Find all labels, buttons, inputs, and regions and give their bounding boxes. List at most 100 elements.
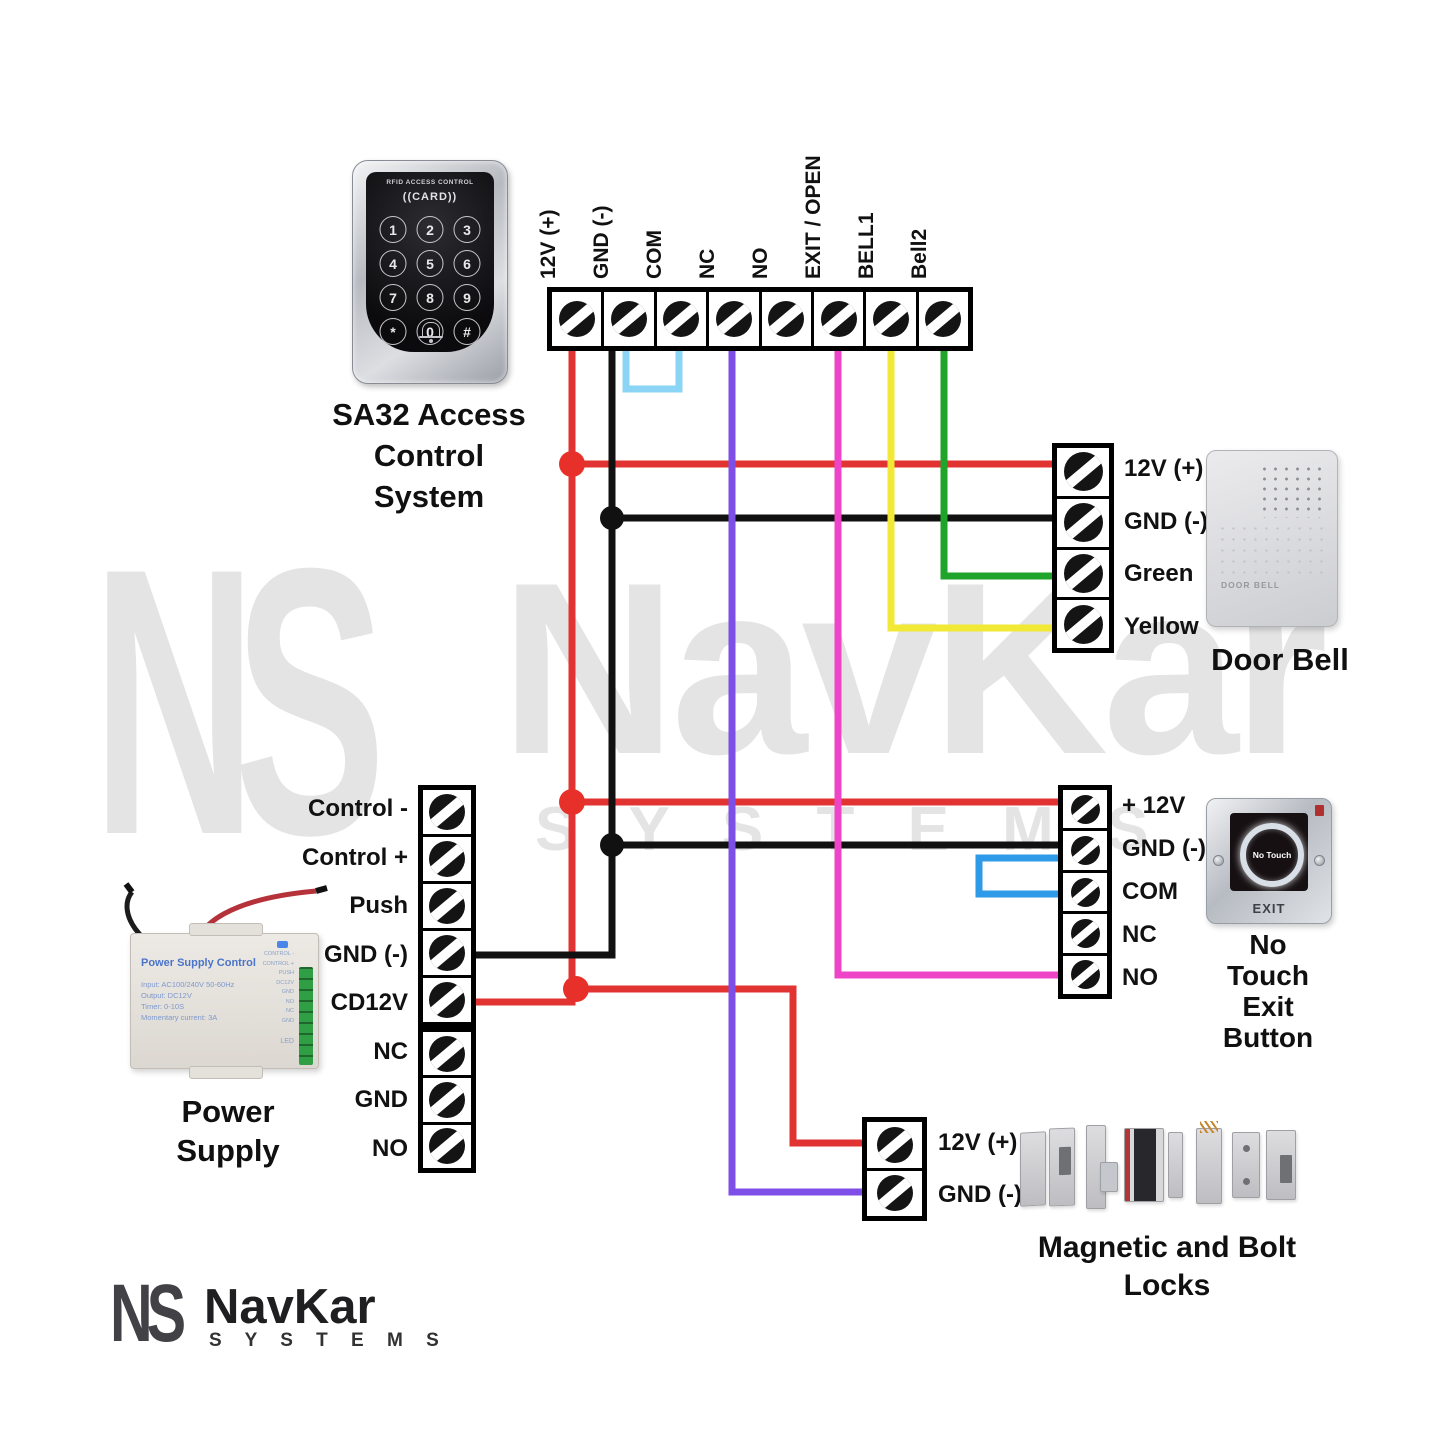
text-line: Locks xyxy=(1123,1269,1211,1302)
screw-icon xyxy=(429,1035,465,1072)
terminal-label: Push xyxy=(349,892,408,920)
doorbell-device-text: DOOR BELL xyxy=(1221,580,1281,590)
terminal-label: CD12V xyxy=(330,989,408,1017)
exit-terminal-block xyxy=(1058,785,1112,999)
footer-logo-subtitle: S Y S T E M S xyxy=(209,1330,448,1351)
lock-image xyxy=(1020,1131,1046,1207)
locks-image xyxy=(1012,1120,1312,1220)
terminal-cell xyxy=(423,975,471,1022)
terminal-cell xyxy=(758,292,811,346)
keypad-key: # xyxy=(453,318,481,345)
terminal-cell xyxy=(423,881,471,928)
lock-image xyxy=(1049,1127,1075,1207)
exit-button-image: No Touch EXIT xyxy=(1206,798,1332,924)
text-line: Touch xyxy=(1227,960,1309,991)
speaker-holes-icon xyxy=(1217,523,1327,575)
terminal-cell xyxy=(1063,911,1107,953)
watermark-subtitle: S Y S T E M S xyxy=(535,795,1167,864)
screw-icon xyxy=(1314,855,1325,866)
terminal-cell xyxy=(552,292,602,346)
terminal-cell xyxy=(1057,597,1109,648)
text-line: Button xyxy=(1222,1022,1314,1053)
wire-yellow-bell1 xyxy=(887,351,1060,632)
screw-icon xyxy=(876,1175,913,1212)
terminal-label: + 12V xyxy=(1122,792,1186,820)
keypad-key: 7 xyxy=(379,284,407,311)
keypad-key: * xyxy=(379,318,407,345)
psu-pigtail-tip xyxy=(315,885,328,894)
screw-icon xyxy=(876,1126,913,1163)
screw-icon xyxy=(429,794,465,830)
junction-dot xyxy=(563,976,589,1002)
no-touch-label: No Touch xyxy=(1252,850,1292,860)
rfid-card-icon: ((CARD)) xyxy=(402,191,458,203)
screw-icon xyxy=(429,1128,465,1165)
text-line: Input: AC100/240V 50-60Hz xyxy=(141,980,235,989)
screw-icon xyxy=(558,301,595,337)
text-line: DC12V xyxy=(276,979,294,986)
terminal-cell xyxy=(423,1032,471,1076)
screw-icon xyxy=(429,1081,465,1118)
power-supply-image: Power Supply Control Input: AC100/240V 5… xyxy=(130,923,319,1079)
terminal-cell xyxy=(1057,448,1109,496)
wire-black-main xyxy=(470,351,616,959)
terminal-cell xyxy=(653,292,707,346)
psu-pigtail-tip xyxy=(123,882,135,894)
terminal-label: Control + xyxy=(302,843,408,871)
terminal-cell xyxy=(706,292,759,346)
lock-image xyxy=(1124,1128,1164,1202)
psu-terminal-block-upper xyxy=(418,785,476,1027)
psu-title: Power Supply Control xyxy=(141,957,256,969)
strip-terminal-label: BELL1 xyxy=(855,212,878,279)
screw-icon xyxy=(1213,855,1224,866)
text-line: Momentary current: 3A xyxy=(141,1013,218,1022)
screw-icon xyxy=(429,841,465,877)
screw-icon xyxy=(820,301,857,337)
strip-terminal-label: 12V (+) xyxy=(537,209,560,279)
lock-image xyxy=(1266,1130,1296,1200)
text-line: Control xyxy=(373,438,485,473)
exit-device-caption: EXIT xyxy=(1252,901,1286,916)
terminal-cell xyxy=(1063,790,1107,829)
doorbell-key-icon xyxy=(419,322,443,343)
junction-dot xyxy=(600,833,624,857)
terminal-label: GND xyxy=(354,1086,408,1114)
lock-terminal-labels: 12V (+)GND (-) xyxy=(938,1117,1058,1221)
doorbell-image: DOOR BELL xyxy=(1206,450,1338,627)
terminal-cell xyxy=(863,292,916,346)
terminal-cell xyxy=(1063,952,1107,995)
terminal-cell xyxy=(423,1075,471,1122)
screw-icon xyxy=(1070,877,1100,907)
text-line: Exit xyxy=(1242,991,1294,1022)
junction-dot xyxy=(559,789,585,815)
keypad-key: 3 xyxy=(453,216,481,243)
keypad-key: 5 xyxy=(416,250,444,277)
screw-icon xyxy=(715,301,752,337)
terminal-label: NO xyxy=(1122,963,1158,991)
wire-green-bell2 xyxy=(940,351,1060,580)
text-line: Output: DC12V xyxy=(141,991,192,1000)
screw-icon xyxy=(1063,452,1103,492)
brand-emblem-icon xyxy=(1315,805,1324,816)
terminal-label: Yellow xyxy=(1124,612,1199,640)
screw-icon xyxy=(1070,918,1100,948)
keypad-key: 4 xyxy=(379,250,407,277)
keypad-key: 8 xyxy=(416,284,444,311)
keypad-key: 2 xyxy=(416,216,444,243)
wire-purple-nc-lock xyxy=(728,351,870,1196)
screw-icon xyxy=(1063,604,1103,644)
wire-jumper-gnd-com-exit xyxy=(975,854,1062,898)
wire-red-lock xyxy=(572,985,870,1147)
